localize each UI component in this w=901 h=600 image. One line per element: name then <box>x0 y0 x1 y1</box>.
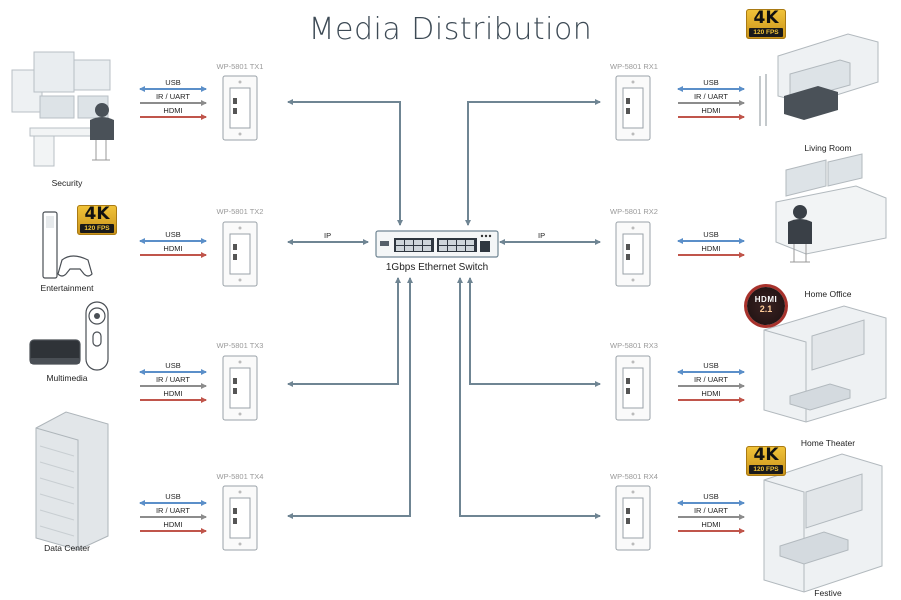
signal-label: HDMI <box>701 106 721 115</box>
home-office-illustration <box>775 153 887 263</box>
signal-label: HDMI <box>163 389 183 398</box>
signal-label: USB <box>703 230 719 239</box>
destination-home-office: Home Office <box>804 289 852 299</box>
tx2-model-label: WP-5801 TX2 <box>216 207 264 216</box>
tx3-model-label: WP-5801 TX3 <box>216 341 264 350</box>
signal-label: USB <box>703 78 719 87</box>
signal-label: IR / UART <box>155 506 191 515</box>
rx3-model-label: WP-5801 RX3 <box>610 341 658 350</box>
signal-label: IR / UART <box>693 92 729 101</box>
rx2-model-label: WP-5801 RX2 <box>610 207 658 216</box>
source-multimedia: Multimedia <box>46 373 88 383</box>
signal-label: HDMI <box>163 520 183 529</box>
signal-label: USB <box>703 361 719 370</box>
festive-illustration <box>763 453 883 593</box>
page-title: Media Distribution <box>308 12 593 47</box>
ip-label-right: IP <box>538 231 546 240</box>
source-data-center: Data Center <box>44 543 90 553</box>
signal-label: USB <box>165 230 181 239</box>
ethernet-switch <box>375 230 499 258</box>
signal-label: USB <box>165 492 181 501</box>
signal-label: HDMI <box>701 520 721 529</box>
ip-label-left: IP <box>324 231 332 240</box>
security-illustration <box>11 51 114 167</box>
signal-label: USB <box>703 492 719 501</box>
signal-label: IR / UART <box>693 506 729 515</box>
switch-label: 1Gbps Ethernet Switch <box>385 262 489 273</box>
tx4-model-label: WP-5801 TX4 <box>216 472 264 481</box>
entertainment-illustration <box>42 211 93 279</box>
living-room-illustration <box>759 33 879 126</box>
rx1-model-label: WP-5801 RX1 <box>610 62 658 71</box>
tx1-model-label: WP-5801 TX1 <box>216 62 264 71</box>
network-links <box>287 99 601 519</box>
signal-label: HDMI <box>163 244 183 253</box>
signal-label: USB <box>165 361 181 370</box>
wall-plates <box>222 75 651 551</box>
signal-label: HDMI <box>701 244 721 253</box>
destination-festive: Festive <box>814 588 842 598</box>
signal-label: HDMI <box>163 106 183 115</box>
multimedia-illustration <box>29 301 109 371</box>
home-theater-illustration <box>763 305 887 423</box>
rx4-model-label: WP-5801 RX4 <box>610 472 658 481</box>
signal-label: IR / UART <box>693 375 729 384</box>
hdmi-2-1-badge: HDMI 2.1 <box>747 287 785 325</box>
source-security: Security <box>51 178 83 188</box>
signal-label: HDMI <box>701 389 721 398</box>
signal-label: IR / UART <box>155 92 191 101</box>
signal-label: IR / UART <box>155 375 191 384</box>
source-entertainment: Entertainment <box>40 283 94 293</box>
destination-living-room: Living Room <box>804 143 852 153</box>
signal-label: USB <box>165 78 181 87</box>
data-center-illustration <box>35 411 109 551</box>
destination-home-theater: Home Theater <box>800 438 856 448</box>
